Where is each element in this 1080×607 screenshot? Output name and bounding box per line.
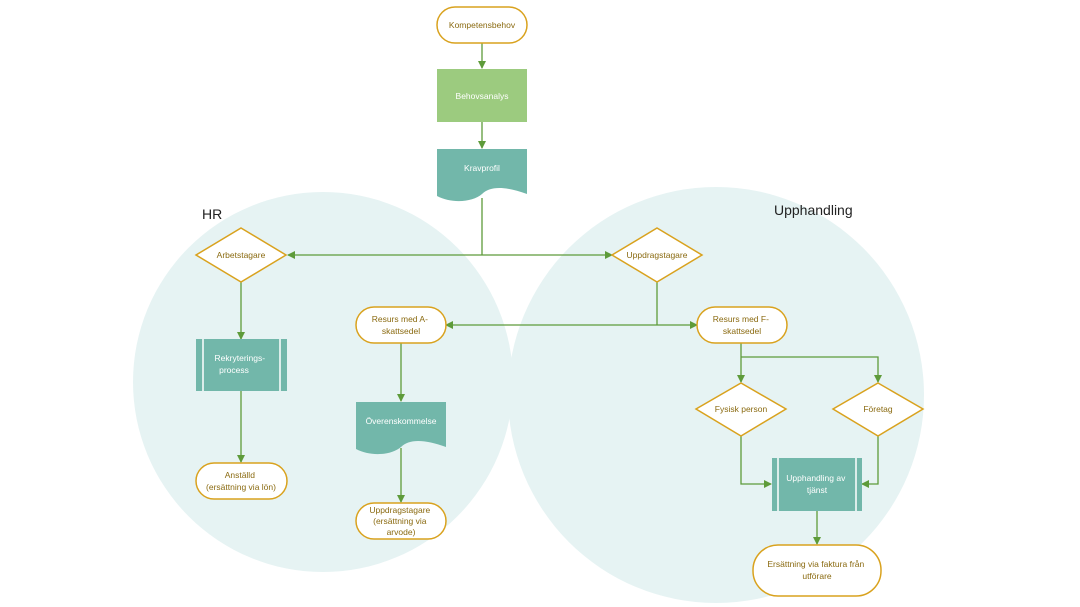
node-kompetensbehov: Kompetensbehov <box>436 6 528 44</box>
node-foretag-decision: Företag <box>831 382 925 437</box>
node-resurs-f-label: Resurs med F- skattsedel <box>713 314 772 336</box>
node-ersattning-faktura-line-2: utförare <box>802 571 832 581</box>
node-resurs-a-label: Resurs med A- skattsedel <box>372 314 431 336</box>
node-ersattning-faktura-label: Ersättning via faktura från utförare <box>767 559 866 581</box>
node-kravprofil-label: Kravprofil <box>464 163 500 173</box>
node-fysisk-person-decision: Fysisk person <box>694 382 788 437</box>
node-uppdragstagare-result-line-1: Uppdragstagare <box>369 505 430 515</box>
node-kravprofil: Kravprofil <box>437 149 527 202</box>
node-uppdragstagare-result-line-3: arvode) <box>387 527 416 537</box>
node-foretag-label: Företag <box>863 404 893 414</box>
node-anstalld-line-1: Anställd <box>225 470 256 480</box>
node-anstalld-label: Anställd (ersättning via lön) <box>206 470 276 492</box>
node-uppdragstagare-result-label: Uppdragstagare (ersättning via arvode) <box>369 505 432 537</box>
node-anstalld: Anställd (ersättning via lön) <box>195 462 288 500</box>
node-uppdragstagare-decision-label: Uppdragstagare <box>627 250 688 260</box>
node-upphandling-tjanst-line-2: tjänst <box>807 485 828 495</box>
node-behovsanalys: Behovsanalys <box>437 69 527 122</box>
node-arbetstagare-label: Arbetstagare <box>217 250 266 260</box>
node-ersattning-faktura-line-1: Ersättning via faktura från <box>767 559 864 569</box>
connector-to-foretag <box>741 356 882 383</box>
node-uppdragstagare-result-line-2: (ersättning via <box>373 516 427 526</box>
connector-foretag-upphandling <box>861 436 879 488</box>
node-ersattning-faktura: Ersättning via faktura från utförare <box>752 544 882 597</box>
node-upphandling-tjanst-label: Upphandling av tjänst <box>786 473 847 495</box>
node-uppdragstagare-result: Uppdragstagare (ersättning via arvode) <box>355 502 447 540</box>
node-resurs-a: Resurs med A- skattsedel <box>355 306 447 344</box>
node-rekryteringsprocess-label: Rekryterings- process <box>215 353 268 375</box>
node-rekryteringsprocess-line-2: process <box>219 365 249 375</box>
node-resurs-f: Resurs med F- skattsedel <box>696 306 788 344</box>
node-overenskommelse: Överenskommelse <box>356 402 446 455</box>
node-upphandling-tjanst: Upphandling av tjänst <box>772 458 862 511</box>
node-resurs-a-line-2: skattsedel <box>382 326 420 336</box>
node-overenskommelse-label: Överenskommelse <box>366 416 437 426</box>
upphandling-region-label: Upphandling <box>774 202 853 218</box>
node-resurs-f-line-1: Resurs med F- <box>713 314 769 324</box>
node-arbetstagare-decision: Arbetstagare <box>194 227 288 283</box>
node-rekryteringsprocess: Rekryterings- process <box>196 339 287 391</box>
node-uppdragstagare-decision: Uppdragstagare <box>610 227 704 283</box>
node-resurs-f-line-2: skattsedel <box>723 326 761 336</box>
node-rekryteringsprocess-line-1: Rekryterings- <box>215 353 266 363</box>
hr-region-label: HR <box>202 206 222 222</box>
node-kompetensbehov-label: Kompetensbehov <box>449 20 516 30</box>
node-upphandling-tjanst-line-1: Upphandling av <box>786 473 846 483</box>
hr-region-circle <box>133 192 513 572</box>
node-fysisk-person-label: Fysisk person <box>715 404 768 414</box>
node-resurs-a-line-1: Resurs med A- <box>372 314 428 324</box>
node-anstalld-line-2: (ersättning via lön) <box>206 482 276 492</box>
connector-fysisk-upphandling <box>740 436 772 488</box>
node-behovsanalys-label: Behovsanalys <box>456 91 509 101</box>
